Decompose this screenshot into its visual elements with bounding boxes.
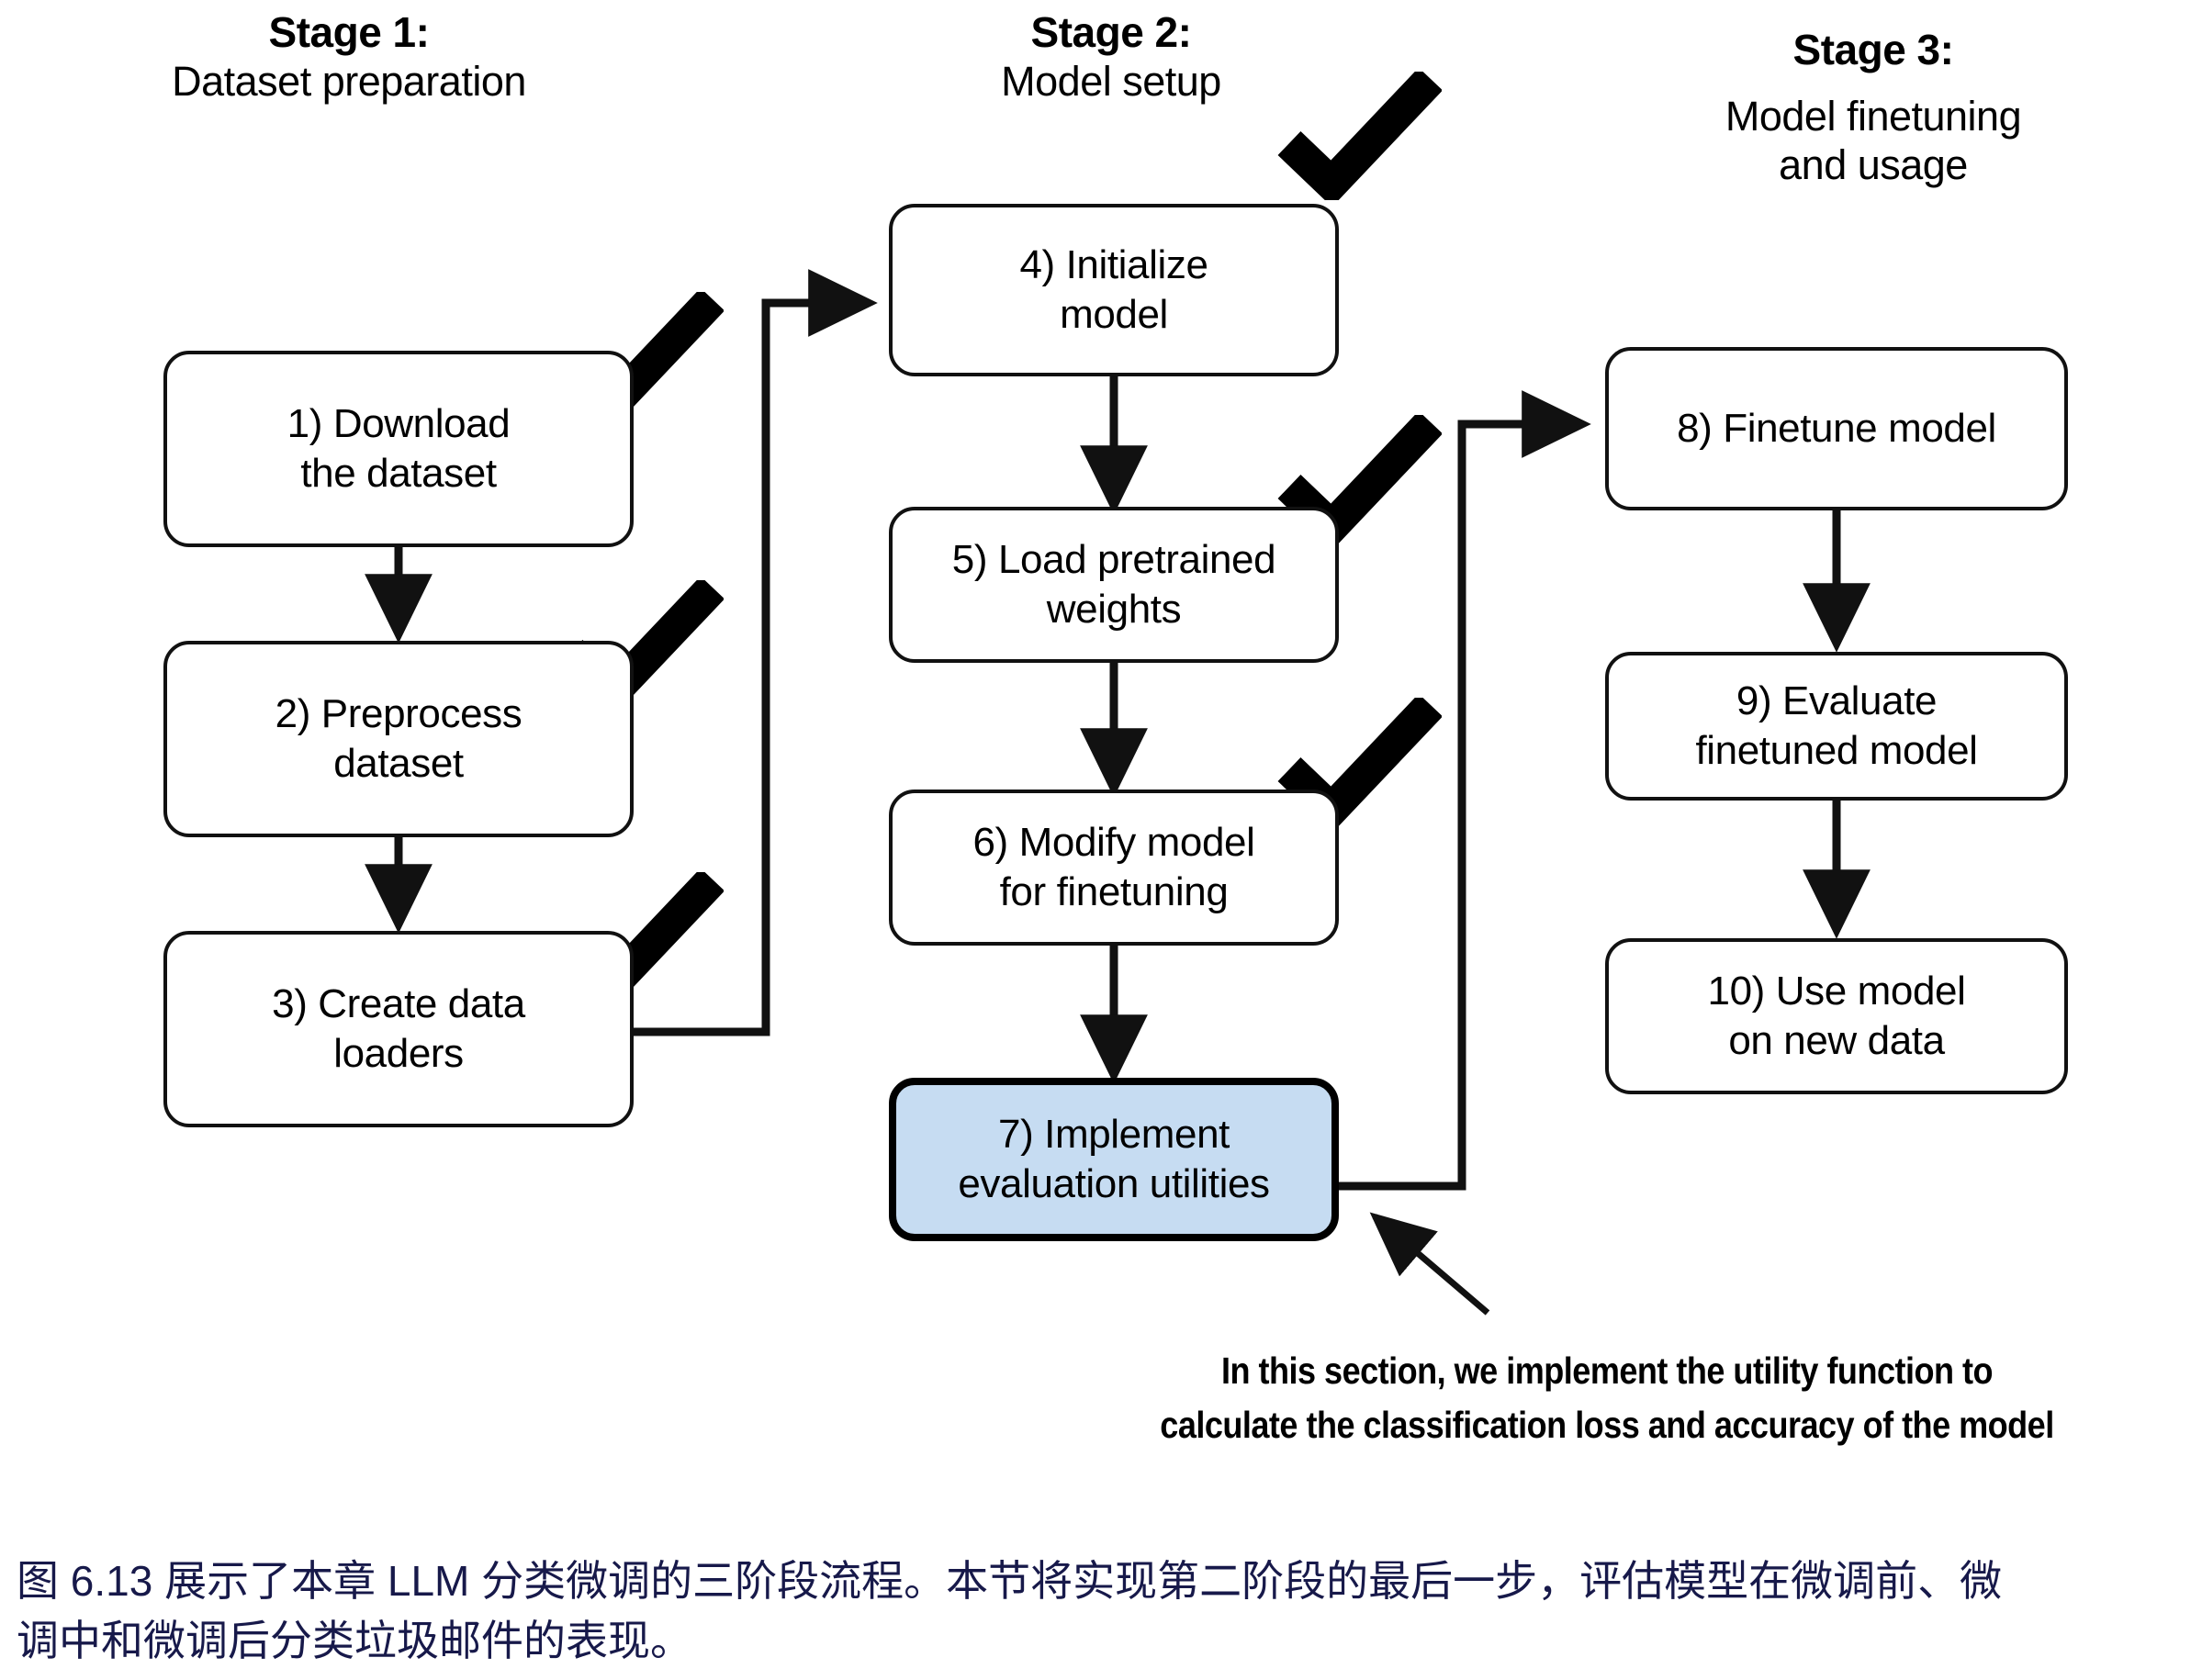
node-download-the-dataset[interactable]: 1) Download the dataset — [163, 351, 634, 547]
node-use-model-on-new-data[interactable]: 10) Use model on new data — [1605, 938, 2068, 1094]
annotation-line-2: calculate the classification loss and ac… — [1160, 1404, 2054, 1447]
stage-2-subtitle: Model setup — [1001, 58, 1221, 106]
node-evaluate-finetuned-model[interactable]: 9) Evaluate finetuned model — [1605, 652, 2068, 801]
node-modify-model-for-finetuning[interactable]: 6) Modify model for finetuning — [889, 790, 1339, 946]
stage-3-title: Stage 3: — [1792, 25, 1954, 73]
node-create-data-loaders[interactable]: 3) Create data loaders — [163, 931, 634, 1127]
node-finetune-model[interactable]: 8) Finetune model — [1605, 347, 2068, 510]
node-preprocess-dataset[interactable]: 2) Preprocess dataset — [163, 641, 634, 837]
stage-1-title: Stage 1: — [268, 8, 430, 56]
figure-caption: 图 6.13 展示了本章 LLM 分类微调的三阶段流程。本节将实现第二阶段的最后… — [17, 1551, 2193, 1672]
caption-line-1: 图 6.13 展示了本章 LLM 分类微调的三阶段流程。本节将实现第二阶段的最后… — [17, 1557, 2003, 1605]
stage-3-heading: Stage 3: Model finetuning and usage — [1579, 7, 2167, 207]
node-initialize-model[interactable]: 4) Initialize model — [889, 204, 1339, 376]
annotation-pointer-arrow — [1369, 1212, 1490, 1316]
node-load-pretrained-weights[interactable]: 5) Load pretrained weights — [889, 507, 1339, 663]
caption-line-2: 调中和微调后分类垃圾邮件的表现。 — [17, 1617, 692, 1665]
stage-1-subtitle: Dataset preparation — [172, 58, 526, 106]
arrow-n3-to-n4 — [634, 269, 878, 1036]
stage-3-subtitle: Model finetuning and usage — [1725, 93, 2022, 189]
arrow-n7-to-n8 — [1333, 390, 1591, 1191]
stage-1-heading: Stage 1: Dataset preparation — [55, 7, 643, 106]
stage-2-title: Stage 2: — [1030, 8, 1192, 56]
stage-2-heading: Stage 2: Model setup — [817, 7, 1405, 106]
annotation-text: In this section, we implement the utilit… — [1050, 1344, 2164, 1453]
node-implement-evaluation-utilities[interactable]: 7) Implement evaluation utilities — [889, 1078, 1339, 1241]
annotation-line-1: In this section, we implement the utilit… — [1221, 1350, 1994, 1392]
